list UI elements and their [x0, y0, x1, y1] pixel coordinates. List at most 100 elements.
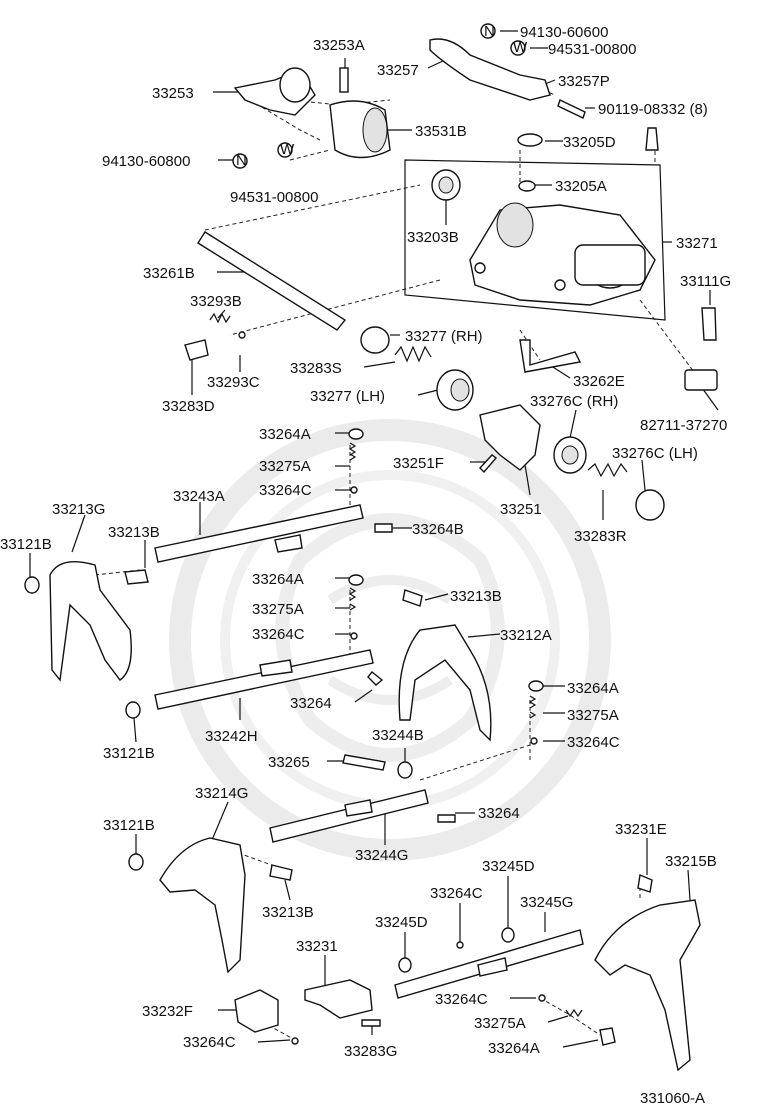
part-ball-spring-set-2 [348, 574, 364, 640]
label-33264C-6: 33264C [435, 991, 488, 1008]
label-33242H: 33242H [205, 728, 258, 745]
label-33213B-3: 33213B [262, 904, 314, 921]
label-33264A-4: 33264A [488, 1040, 540, 1057]
label-33264A-1: 33264A [259, 426, 311, 443]
part-pin-33264-2 [437, 814, 456, 823]
part-pin-33253A [339, 67, 349, 93]
symbol-w-2: W [277, 141, 295, 158]
label-33213B-1: 33213B [108, 524, 160, 541]
part-shift-lever-housing-33271 [469, 202, 656, 306]
label-94130-60800: 94130-60800 [102, 153, 190, 170]
part-clip-33245D-1 [501, 927, 515, 943]
part-clip-33245D-2 [398, 957, 412, 973]
part-pin-33264-1 [367, 671, 384, 686]
label-33251: 33251 [500, 501, 542, 518]
figure-code: 331060-A [640, 1090, 705, 1107]
part-bolt-33213B-3 [269, 864, 293, 881]
label-33214G: 33214G [195, 785, 248, 802]
part-shift-head-33251 [479, 404, 541, 471]
part-pin-33264B-1 [374, 523, 393, 533]
part-shift-fork-33214G [159, 837, 246, 974]
part-shaft-33261B [197, 231, 347, 331]
label-33276CLH: 33276C (LH) [612, 445, 698, 462]
svg-text:W: W [280, 141, 295, 158]
label-33257: 33257 [377, 62, 419, 79]
label-33231: 33231 [296, 938, 338, 955]
label-33205D: 33205D [563, 134, 616, 151]
part-lever-33257 [429, 38, 551, 101]
svg-text:W: W [513, 39, 528, 56]
part-shift-rail-33244G [269, 789, 429, 843]
label-94531-00800-left: 94531-00800 [230, 189, 318, 206]
part-shift-block-33232F [234, 989, 279, 1033]
part-boot-33531B [329, 100, 391, 159]
part-nut-33121B-3 [128, 853, 144, 871]
part-plug-33283D [184, 339, 209, 361]
label-90119-08332: 90119-08332 (8) [598, 101, 708, 118]
label-33276CRH: 33276C (RH) [530, 393, 618, 410]
label-94130-60600: 94130-60600 [520, 24, 608, 41]
label-33231E: 33231E [615, 821, 667, 838]
symbol-n-1: N [480, 23, 496, 40]
label-82711-37270: 82711-37270 [640, 417, 727, 434]
label-33111G: 33111G [680, 273, 731, 290]
part-ball-spring-set-3 [528, 680, 544, 745]
part-ball-spring-set-1 [348, 428, 364, 494]
symbol-n-2: N [232, 152, 248, 169]
part-bolt-33213B-1 [124, 569, 149, 585]
part-bracket-33253 [233, 67, 316, 116]
label-33264C-3: 33264C [567, 734, 620, 751]
label-33251F: 33251F [393, 455, 444, 472]
part-pin-33265 [342, 754, 386, 771]
part-shift-rail-33242H [154, 649, 374, 710]
part-pin-33283G [361, 1019, 381, 1027]
svg-text:N: N [484, 23, 495, 40]
part-bolt-90119 [557, 99, 586, 119]
label-33277RH: 33277 (RH) [405, 328, 483, 345]
label-94531-00800-top: 94531-00800 [548, 41, 636, 58]
label-33264-1: 33264 [290, 695, 332, 712]
part-spring-33275A-4 [565, 1008, 583, 1018]
label-33271: 33271 [676, 235, 718, 252]
part-labels: 33253A 94130-60600 94531-00800 33257 332… [0, 24, 731, 1107]
label-33264C-4: 33264C [430, 885, 483, 902]
part-shift-fork-33213G [49, 561, 132, 682]
label-33283D: 33283D [162, 398, 215, 415]
label-33264A-2: 33264A [252, 571, 304, 588]
label-33245G: 33245G [520, 894, 573, 911]
label-33283R: 33283R [574, 528, 627, 545]
part-shift-fork-33212A [398, 624, 492, 742]
label-33203B: 33203B [407, 229, 459, 246]
part-seal-33203B [431, 169, 461, 201]
svg-text:N: N [236, 152, 247, 169]
label-33253: 33253 [152, 85, 194, 102]
part-seal-33276C-lh [635, 489, 665, 521]
label-33121B-1: 33121B [0, 536, 52, 553]
label-33245D-2: 33245D [375, 914, 428, 931]
label-33275A-4: 33275A [474, 1015, 526, 1032]
part-switch-82711 [684, 369, 718, 391]
part-shift-rail-33245G [394, 929, 584, 999]
label-33215B: 33215B [665, 853, 717, 870]
label-33264C-1: 33264C [259, 482, 312, 499]
label-33245D-1: 33245D [482, 858, 535, 875]
part-ball-33264C-6 [538, 994, 546, 1002]
shift-housing-frame [404, 159, 666, 321]
part-bushing-33277-lh [436, 369, 474, 411]
part-bushing-33277-rh [360, 326, 390, 354]
label-33265: 33265 [268, 754, 310, 771]
label-33205A: 33205A [555, 178, 607, 195]
label-33264B: 33264B [412, 521, 464, 538]
label-33121B-2: 33121B [103, 745, 155, 762]
label-33243A: 33243A [173, 488, 225, 505]
label-33277LH: 33277 (LH) [310, 388, 385, 405]
part-shift-rail-33243A [154, 504, 364, 563]
label-33275A-3: 33275A [567, 707, 619, 724]
label-33244G: 33244G [355, 847, 408, 864]
label-33264C-2: 33264C [252, 626, 305, 643]
label-33232F: 33232F [142, 1003, 193, 1020]
part-shift-block-33231 [304, 979, 373, 1019]
part-spring-33283R [587, 462, 628, 478]
label-33261B: 33261B [143, 265, 195, 282]
label-33257P: 33257P [558, 73, 610, 90]
